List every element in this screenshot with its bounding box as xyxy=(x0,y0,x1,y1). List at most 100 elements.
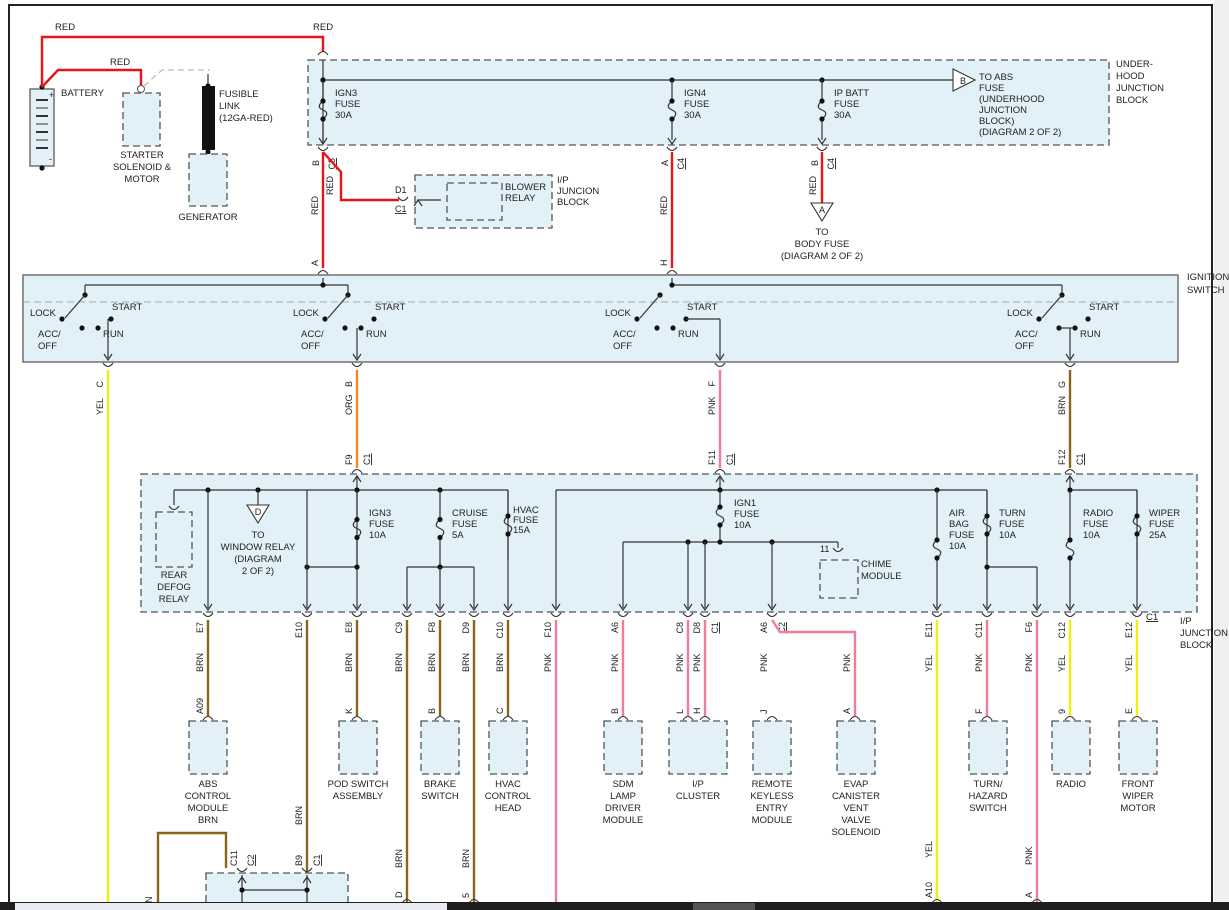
wire-label: BRN xyxy=(461,653,471,672)
underhood-block-label: BLOCK xyxy=(1116,95,1149,106)
abs-ref-label: TO ABS xyxy=(979,72,1013,83)
horizontal-scrollbar-thumb[interactable] xyxy=(15,903,447,910)
abs-ref-label: (DIAGRAM 2 OF 2) xyxy=(979,127,1061,138)
ip-junction-label: I/P xyxy=(557,175,569,186)
arrow-icon xyxy=(103,353,113,362)
pin-label: E xyxy=(1124,708,1134,714)
acc-off-label: OFF xyxy=(301,341,320,352)
arrow-icon xyxy=(318,137,328,146)
connector-icon xyxy=(351,715,363,721)
horizontal-scrollbar[interactable] xyxy=(0,902,1229,910)
wire-label: YEL xyxy=(95,398,105,415)
ip-junction-label: JUNCION xyxy=(557,186,599,197)
pin-label: A6 xyxy=(610,622,620,633)
horizontal-scrollbar-grip[interactable] xyxy=(693,903,755,910)
junction-dot xyxy=(354,564,360,570)
wire-label: YEL xyxy=(1057,655,1067,672)
pin-label: H xyxy=(692,708,702,715)
ip-fuse-label: FUSE xyxy=(1149,519,1174,530)
connector-label: C1 xyxy=(1075,453,1085,465)
component-label: EVAP xyxy=(844,779,869,790)
pin-label: B xyxy=(810,160,820,166)
underhood-fuse-label: 30A xyxy=(335,110,353,121)
wire-label: BRN xyxy=(294,806,304,825)
arrow-icon xyxy=(237,875,247,884)
connector-icon xyxy=(832,547,844,553)
component-label: SWITCH xyxy=(421,791,459,802)
run-label: RUN xyxy=(678,329,699,340)
component-label: HVAC xyxy=(495,779,521,790)
ip-fuse-label: FUSE xyxy=(452,519,477,530)
pin-label: A xyxy=(842,708,852,714)
body-fuse-ref-icon xyxy=(810,202,834,223)
underhood-fuse-label: 30A xyxy=(834,110,852,121)
junction-dot xyxy=(934,537,940,543)
underhood-junction-block xyxy=(307,59,1110,146)
connector-icon xyxy=(666,269,678,275)
wire-label: BRN xyxy=(344,653,354,672)
fuse-icon xyxy=(352,490,362,567)
rear-defog-relay xyxy=(155,511,193,568)
wire-label: RED xyxy=(325,175,335,195)
abs-ref-label: (UNDERHOOD xyxy=(979,94,1045,105)
pin-label: F xyxy=(707,381,717,387)
arrow-icon xyxy=(1065,353,1075,362)
fuse-icon xyxy=(435,490,445,567)
junction-dot xyxy=(984,531,990,537)
switch-contact xyxy=(79,325,85,331)
wire-label: RED xyxy=(659,195,669,215)
ip-junction-block-label: BLOCK xyxy=(1180,640,1213,651)
component-label: POD SWITCH xyxy=(328,779,389,790)
connector-icon xyxy=(816,146,828,152)
pin-label: C12 xyxy=(1057,622,1067,639)
connector-icon xyxy=(682,715,694,721)
junction-dot xyxy=(717,504,723,510)
ref-letter: B xyxy=(960,76,966,86)
component-podswitch xyxy=(338,720,378,775)
body-fuse-ref-label: TO xyxy=(815,227,828,238)
wire-label: PNK xyxy=(1024,846,1034,865)
component-ip xyxy=(668,720,728,775)
junction-dot xyxy=(819,116,825,122)
switch-contact xyxy=(654,325,660,331)
connector-icon xyxy=(168,505,180,511)
component-label: FRONT xyxy=(1122,779,1155,790)
connector-icon xyxy=(434,612,446,618)
component-turn xyxy=(968,720,1008,775)
run-label: RUN xyxy=(366,329,387,340)
ip-fuse-label: 10A xyxy=(369,530,387,541)
connector-icon xyxy=(1131,612,1143,618)
arrow-icon xyxy=(503,603,513,612)
body-fuse-ref-label: (DIAGRAM 2 OF 2) xyxy=(781,251,863,262)
switch-contact xyxy=(108,316,114,322)
junction-dot xyxy=(819,98,825,104)
wire-label: YEL xyxy=(1124,655,1134,672)
arrow-icon xyxy=(352,474,362,483)
wire-label: BRN xyxy=(495,653,505,672)
pin-label: 5 xyxy=(461,893,471,898)
vertical-scroll-gutter[interactable] xyxy=(1214,0,1229,910)
component-label: VALVE xyxy=(841,815,870,826)
pin-label: C11 xyxy=(974,622,984,638)
connector-icon xyxy=(617,715,629,721)
connector-label: C1 xyxy=(312,854,322,866)
ip-junction-block-label: I/P xyxy=(1180,616,1192,627)
pin-label: C9 xyxy=(394,622,404,634)
switch-contact xyxy=(1036,316,1042,322)
junction-dot xyxy=(505,513,511,519)
pin-label: D8 xyxy=(692,622,702,634)
pin-label: 11 xyxy=(820,544,829,554)
window-relay-ref-icon xyxy=(246,504,270,525)
fuse-icon xyxy=(715,490,725,542)
pin-label: N xyxy=(144,897,154,904)
blower-relay-label: BLOWER xyxy=(505,182,546,193)
acc-off-label: ACC/ xyxy=(38,329,61,340)
component-radio xyxy=(1051,720,1091,775)
connector-icon xyxy=(766,715,778,721)
wire-label: PNK xyxy=(692,653,702,672)
starter-terminal xyxy=(137,85,145,93)
lock-label: LOCK xyxy=(30,308,57,319)
ip-fuse-label: 10A xyxy=(949,541,967,552)
switch-contact xyxy=(1085,316,1091,322)
fusible-link-label: (12GA-RED) xyxy=(219,113,273,124)
